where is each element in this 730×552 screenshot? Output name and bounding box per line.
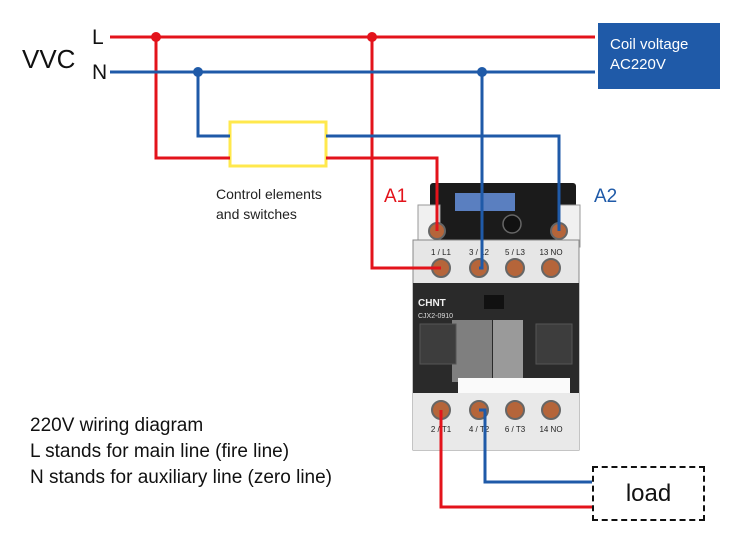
control-elements-label: Control elements and switches	[216, 184, 322, 224]
note-l-line: L stands for main line (fire line)	[30, 441, 290, 462]
coil-voltage-value: AC220V	[610, 56, 666, 73]
control-elements-line2: and switches	[216, 206, 297, 222]
supply-label: VVC	[22, 44, 76, 74]
terminal-label-4-t2: 4 / T2	[469, 425, 490, 434]
terminal-label-14-no: 14 NO	[539, 425, 562, 434]
note-n-line: N stands for auxiliary line (zero line)	[30, 467, 333, 488]
live-wires	[110, 35, 595, 509]
neutral-junction-dots	[193, 67, 487, 77]
neutral-wires	[110, 70, 595, 484]
contactor-brand: CHNT	[418, 298, 446, 309]
coil-voltage-box: Coil voltage AC220V	[598, 23, 720, 89]
load-label: load	[625, 479, 672, 507]
terminal-label-13-no: 13 NO	[539, 248, 562, 257]
line-l-label: L	[92, 26, 104, 49]
terminal-label-3-l2: 3 / L2	[469, 248, 490, 257]
live-junction-dots	[151, 32, 377, 42]
diagram-notes: 220V wiring diagram L stands for main li…	[30, 413, 332, 491]
coil-terminal-a2: A2	[594, 186, 618, 207]
coil-voltage-title: Coil voltage	[610, 36, 689, 53]
coil-terminal-a1: A1	[384, 186, 408, 207]
terminal-label-6-t3: 6 / T3	[505, 425, 526, 434]
control-elements-line1: Control elements	[216, 186, 322, 202]
terminal-label-1-l1: 1 / L1	[431, 248, 452, 257]
contactor-model: CJX2-0910	[418, 313, 453, 320]
terminal-label-5-l3: 5 / L3	[505, 248, 526, 257]
load-box: load	[592, 466, 705, 521]
note-title: 220V wiring diagram	[30, 415, 204, 436]
control-element-box	[228, 120, 328, 168]
line-n-label: N	[92, 61, 108, 84]
